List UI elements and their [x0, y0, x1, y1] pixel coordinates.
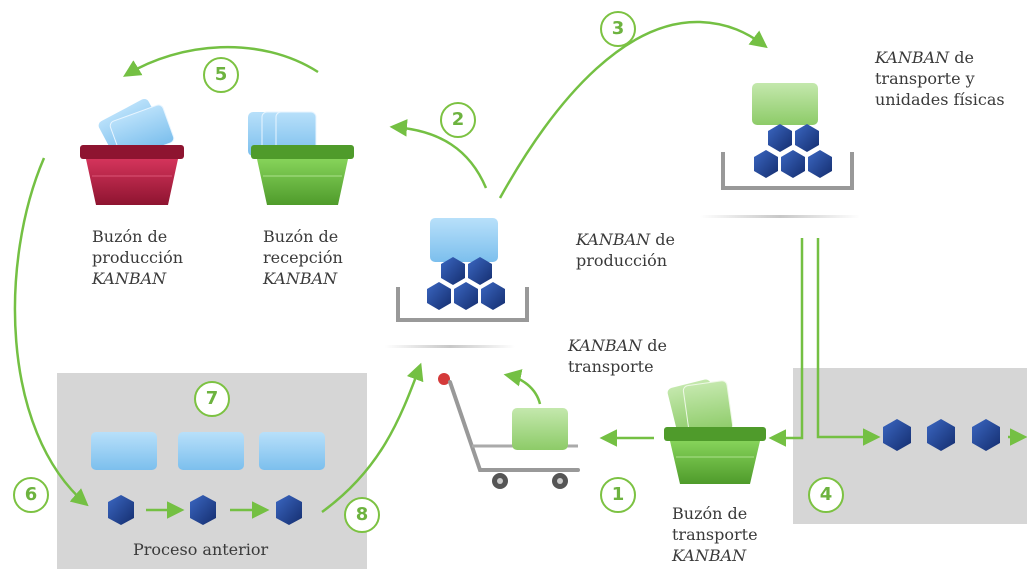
label-line: Buzón de — [672, 504, 748, 523]
shadow-line — [700, 215, 860, 218]
production-kanban-rack — [396, 218, 529, 322]
arrow-icon — [768, 238, 804, 447]
label-kanban-word: KANBAN — [875, 48, 950, 67]
step-badge-6: 6 — [13, 477, 49, 513]
label-line: Buzón de — [263, 227, 339, 246]
label-line: KANBAN — [672, 546, 747, 565]
hexagon-unit-icon — [927, 419, 955, 451]
label-line: transporte — [568, 357, 654, 376]
arrow-icon — [816, 238, 881, 446]
arrow-icon — [13, 157, 89, 507]
label-transport-kanban: KANBAN de transporte — [568, 335, 667, 377]
hexagon-unit-icon — [972, 419, 1000, 451]
label-transport-mailbox: Buzón de transporte KANBAN — [672, 503, 758, 566]
previous-process-cards — [91, 432, 325, 470]
label-production-kanban: KANBAN de producción — [576, 229, 675, 271]
label-line: KANBAN — [263, 269, 338, 288]
kanban-card-icon — [752, 83, 818, 125]
kanban-card-icon — [91, 432, 157, 470]
label-line: de — [949, 48, 974, 67]
label-production-mailbox: Buzón de producción KANBAN — [92, 226, 183, 289]
downstream-units — [883, 419, 1000, 451]
arrow-icon — [498, 20, 768, 199]
label-line: unidades físicas — [875, 90, 1005, 109]
previous-process-units — [108, 495, 302, 525]
shadow-line — [385, 345, 515, 348]
arrow-icon — [321, 362, 424, 514]
kanban-card-icon — [430, 218, 498, 262]
reception-mailbox-basket — [248, 111, 354, 205]
step-badge-2: 2 — [440, 102, 476, 138]
kanban-card-icon — [178, 432, 244, 470]
kanban-card-icon — [667, 379, 734, 437]
production-mailbox-basket — [80, 98, 184, 205]
hexagon-unit-icon — [754, 124, 832, 178]
flow-arrows — [13, 20, 1027, 519]
label-kanban-word: KANBAN — [568, 336, 643, 355]
hexagon-unit-icon — [108, 495, 134, 525]
label-line: producción — [92, 248, 184, 267]
label-reception-mailbox: Buzón de recepción KANBAN — [263, 226, 343, 289]
label-line: de — [642, 336, 667, 355]
label-line: recepción — [263, 248, 343, 267]
transport-kanban-rack — [721, 83, 854, 190]
kanban-card-icon — [259, 432, 325, 470]
step-badge-4: 4 — [808, 477, 844, 513]
hexagon-unit-icon — [883, 419, 911, 451]
step-badge-7: 7 — [194, 381, 230, 417]
label-line: KANBAN — [92, 269, 167, 288]
kanban-card-icon — [512, 408, 568, 450]
label-line: de — [650, 230, 675, 249]
arrow-icon — [123, 45, 319, 77]
arrow-icon — [503, 369, 542, 405]
label-transport-kanban-physical: KANBAN de transporte y unidades físicas — [875, 47, 1005, 110]
label-previous-process: Proceso anterior — [133, 540, 269, 559]
hexagon-unit-icon — [276, 495, 302, 525]
arrow-icon — [389, 119, 488, 189]
step-badge-5: 5 — [203, 57, 239, 93]
label-kanban-word: KANBAN — [576, 230, 651, 249]
hexagon-unit-icon — [427, 257, 505, 310]
step-badge-8: 8 — [344, 497, 380, 533]
step-badge-3: 3 — [600, 11, 636, 47]
label-line: producción — [576, 251, 668, 270]
label-line: transporte y — [875, 69, 975, 88]
shopping-cart-icon — [438, 373, 580, 489]
hexagon-unit-icon — [190, 495, 216, 525]
step-badge-1: 1 — [600, 477, 636, 513]
label-line: transporte — [672, 525, 758, 544]
transport-mailbox-basket — [664, 379, 766, 484]
label-line: Buzón de — [92, 227, 168, 246]
